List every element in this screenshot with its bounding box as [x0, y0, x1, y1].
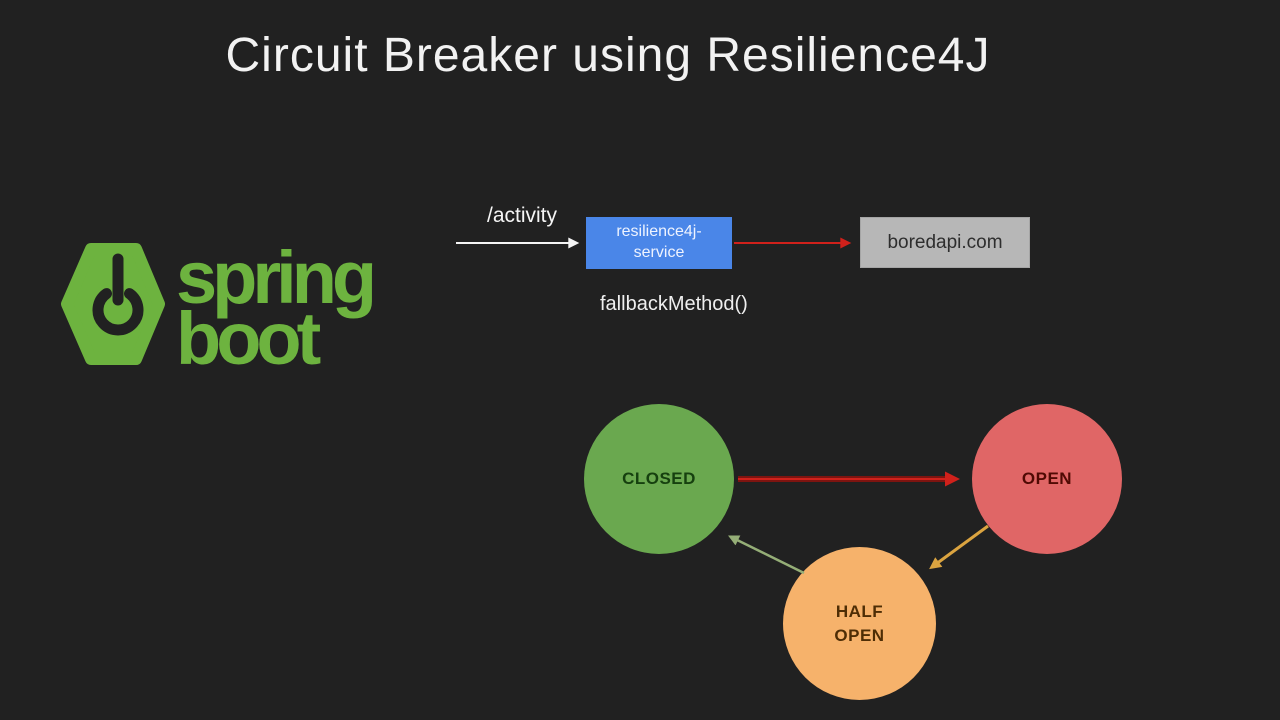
- resilience4j-service-box: resilience4j- service: [586, 217, 732, 269]
- state-half-open: HALF OPEN: [783, 547, 936, 700]
- halfopen-to-closed-arrow: [728, 535, 805, 575]
- spring-boot-logo: spring boot: [61, 236, 378, 380]
- slide-title: Circuit Breaker using Resilience4J: [225, 29, 991, 82]
- power-icon: [92, 288, 144, 336]
- endpoint-label: /activity: [486, 204, 557, 227]
- open-to-halfopen-arrow: [929, 524, 989, 570]
- state-open: OPEN: [972, 404, 1122, 554]
- logo-word-spring: spring: [176, 236, 373, 319]
- logo-word-boot: boot: [176, 297, 321, 380]
- spring-hexagon: [61, 243, 165, 365]
- fallback-method-label: fallbackMethod(): [600, 293, 748, 315]
- state-closed: CLOSED: [584, 404, 734, 554]
- boredapi-box: boredapi.com: [860, 217, 1030, 268]
